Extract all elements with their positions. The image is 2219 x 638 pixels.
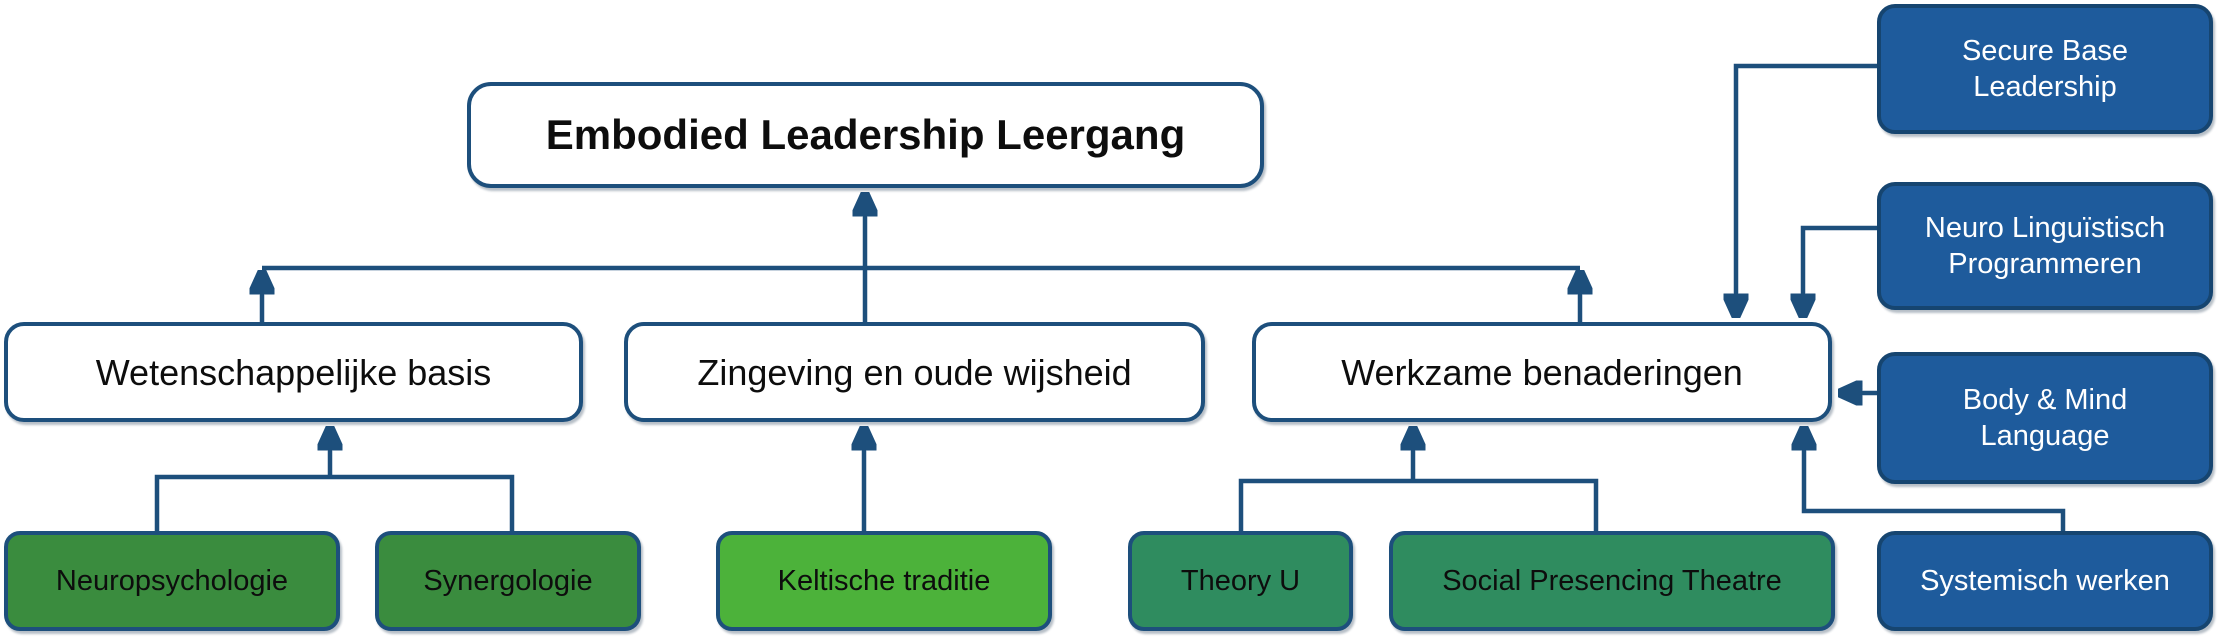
method-box-secure-base-leadership: Secure Base Leadership (1877, 4, 2213, 134)
foundation-box-neuropsychologie: Neuropsychologie (4, 531, 340, 631)
method-box-neuro-linguistisch-programmeren: Neuro Linguïstisch Programmeren (1877, 182, 2213, 310)
foundation-label: Keltische traditie (777, 564, 991, 597)
method-label: Systemisch werken (1920, 564, 2170, 597)
connector-secure-base-to-werkzame (1736, 63, 1877, 314)
foundation-box-keltische-traditie: Keltische traditie (716, 531, 1052, 631)
foundation-label: Theory U (1180, 564, 1301, 597)
foundation-box-theory-u: Theory U (1128, 531, 1353, 631)
connector-systemisch-to-werkzame (1804, 430, 2066, 531)
pillar-label: Zingeving en oude wijsheid (697, 351, 1132, 393)
connector-junction-wetenschappelijke (154, 474, 515, 531)
connector-junction-werkzame (1238, 478, 1599, 531)
title-label: Embodied Leadership Leergang (545, 110, 1186, 158)
foundation-label: Neuropsychologie (55, 564, 289, 597)
pillar-box-werkzame-benaderingen: Werkzame benaderingen (1252, 322, 1832, 422)
foundation-box-synergologie: Synergologie (375, 531, 641, 631)
title-box: Embodied Leadership Leergang (467, 82, 1264, 188)
method-label: Secure Base Leadership (1961, 34, 2129, 103)
pillar-box-zingeving-en-oude-wijsheid: Zingeving en oude wijsheid (624, 322, 1205, 422)
method-label: Body & Mind Language (1962, 383, 2128, 452)
method-box-systemisch-werken: Systemisch werken (1877, 531, 2213, 631)
pillar-label: Werkzame benaderingen (1341, 351, 1743, 393)
connector-nlp-to-werkzame (1803, 225, 1877, 314)
foundation-label: Synergologie (423, 564, 593, 597)
foundation-label: Social Presencing Theatre (1442, 564, 1782, 597)
foundation-box-social-presencing-theatre: Social Presencing Theatre (1389, 531, 1835, 631)
method-label: Neuro Linguïstisch Programmeren (1924, 211, 2166, 280)
method-box-body-mind-language: Body & Mind Language (1877, 352, 2213, 484)
pillar-label: Wetenschappelijke basis (95, 351, 492, 393)
pillar-box-wetenschappelijke-basis: Wetenschappelijke basis (4, 322, 583, 422)
